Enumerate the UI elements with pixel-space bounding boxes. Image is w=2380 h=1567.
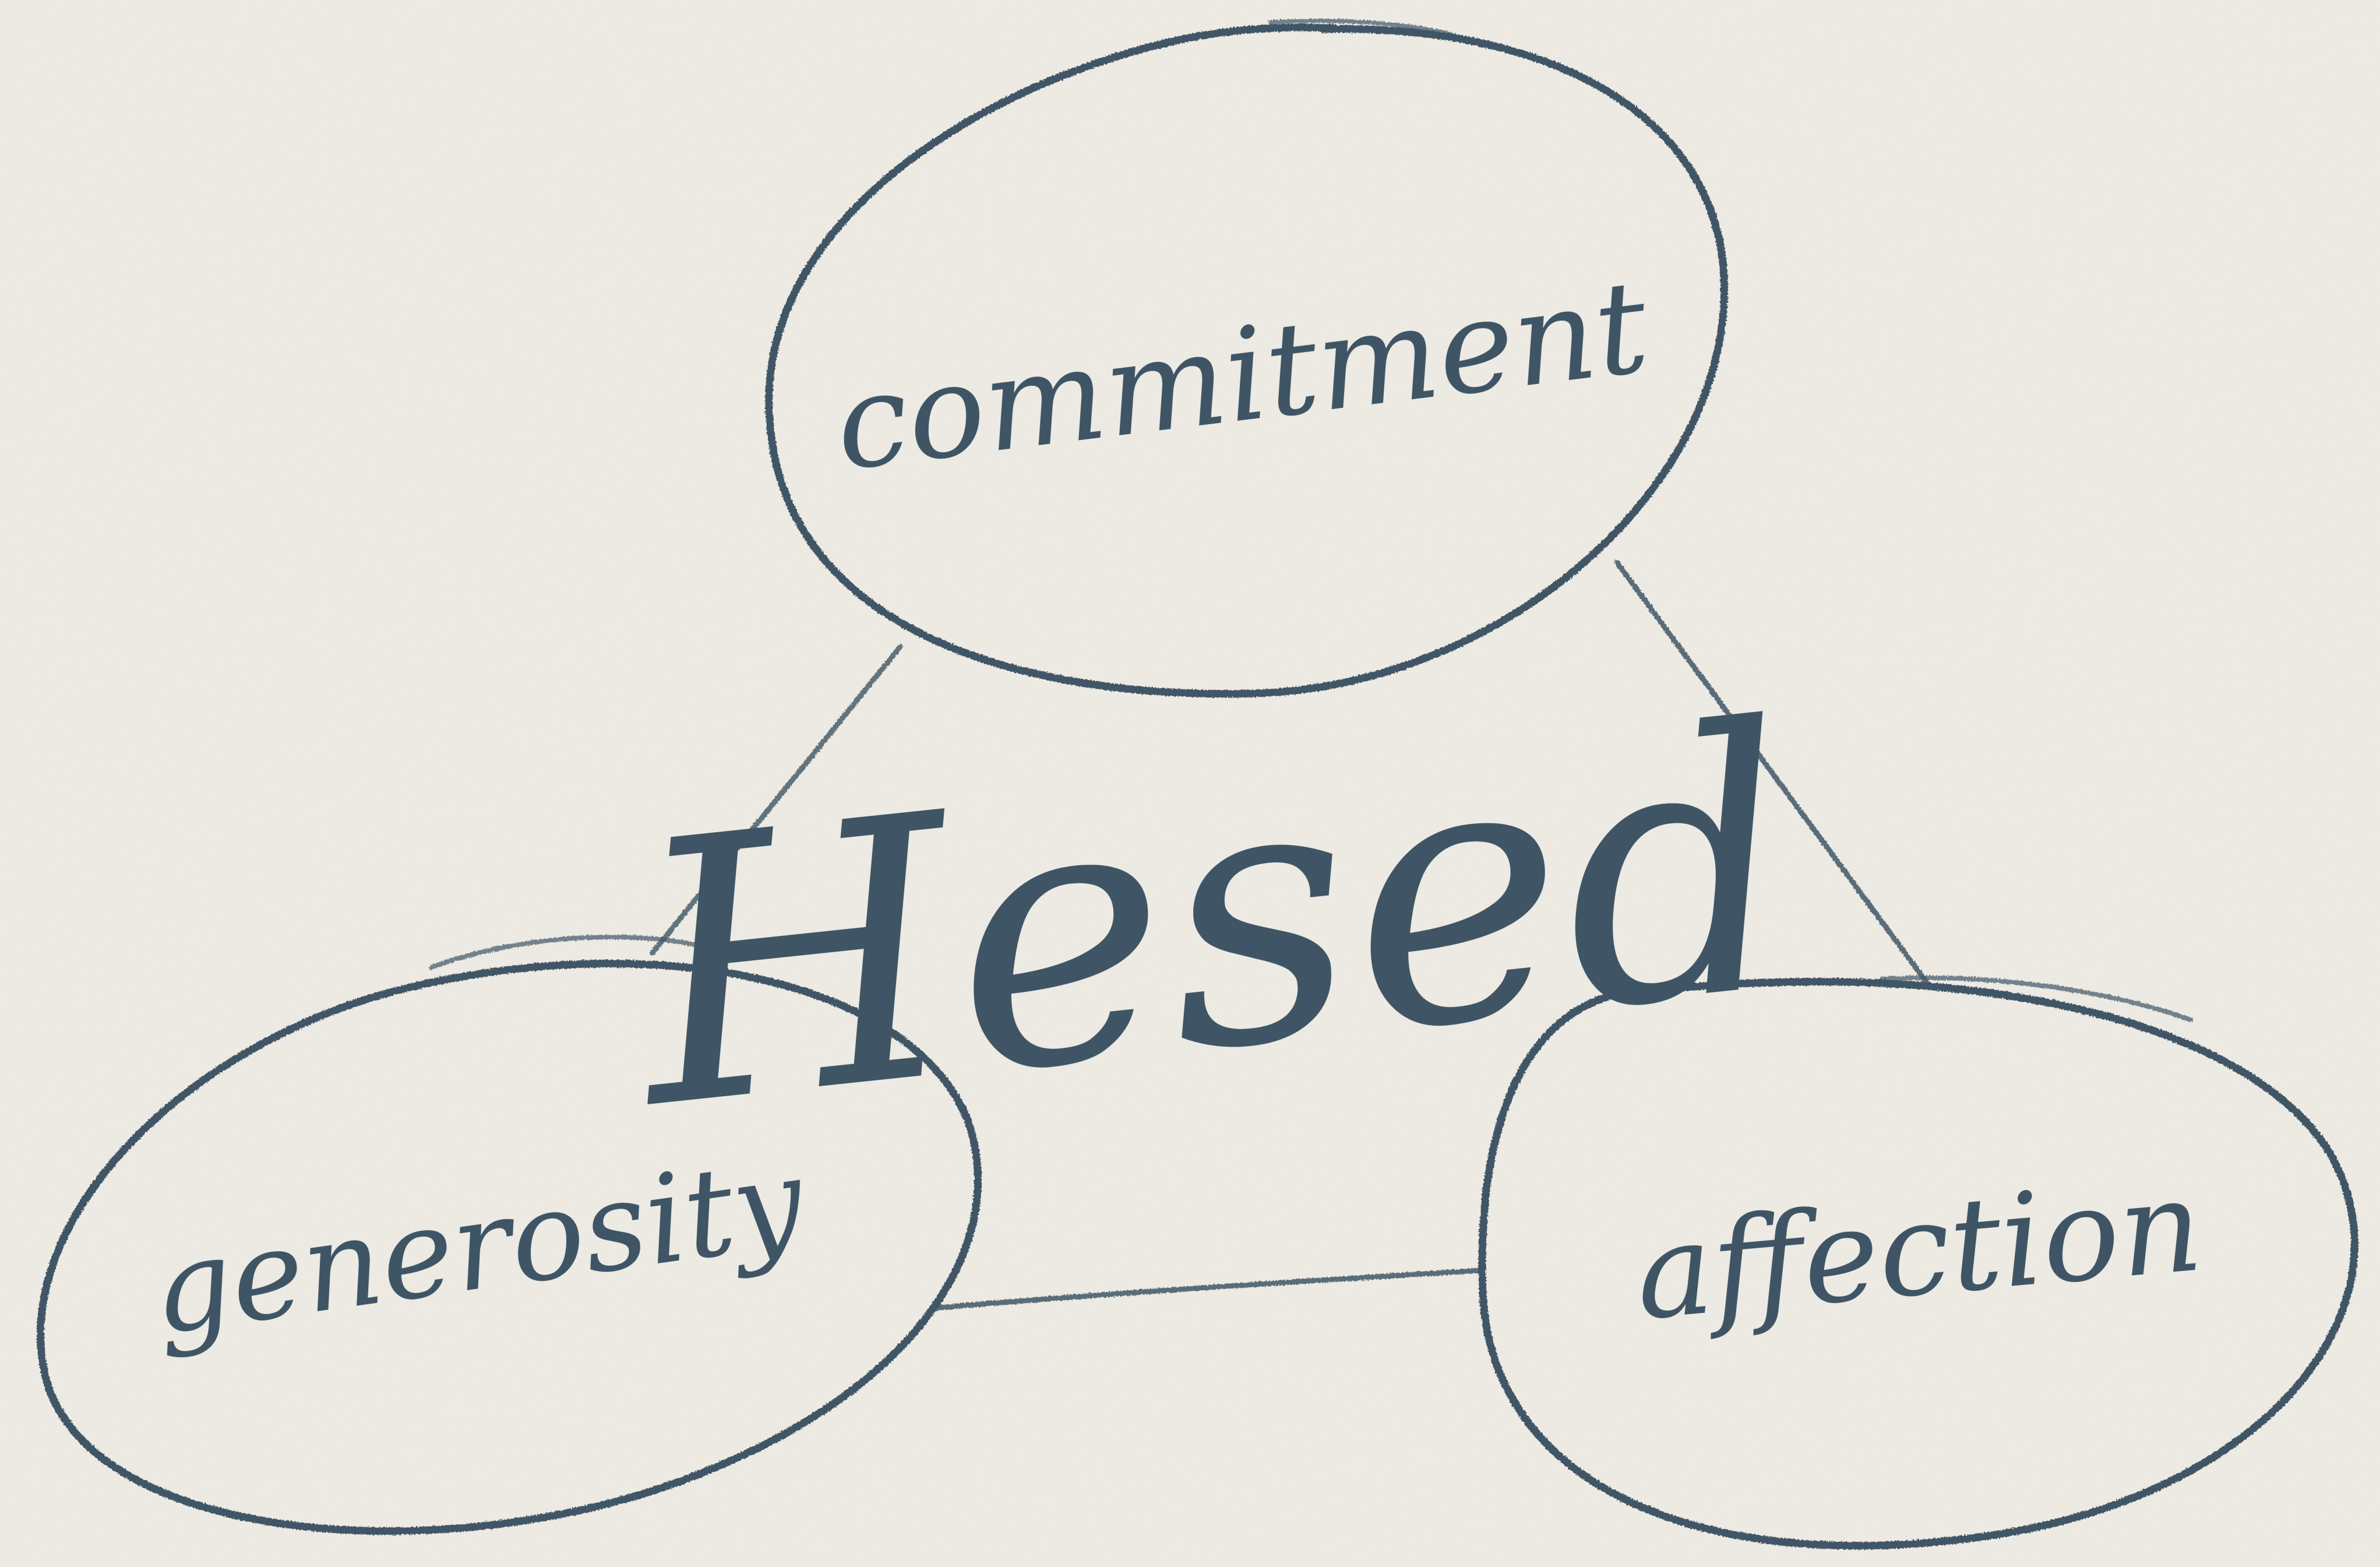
- connector-line-top-left: [650, 644, 903, 956]
- node-ellipse-commitment-overlap: [1268, 19, 1471, 43]
- node-ellipse-generosity-overlap: [429, 935, 736, 970]
- connector-line-top-right: [1614, 559, 1931, 988]
- node-ellipse-generosity: [37, 960, 982, 1535]
- node-ellipse-affection-overlap: [1880, 976, 2193, 1022]
- connector-line-left-right: [929, 1267, 1483, 1311]
- node-ellipse-affection: [1478, 978, 2358, 1550]
- node-ellipse-commitment: [765, 23, 1728, 698]
